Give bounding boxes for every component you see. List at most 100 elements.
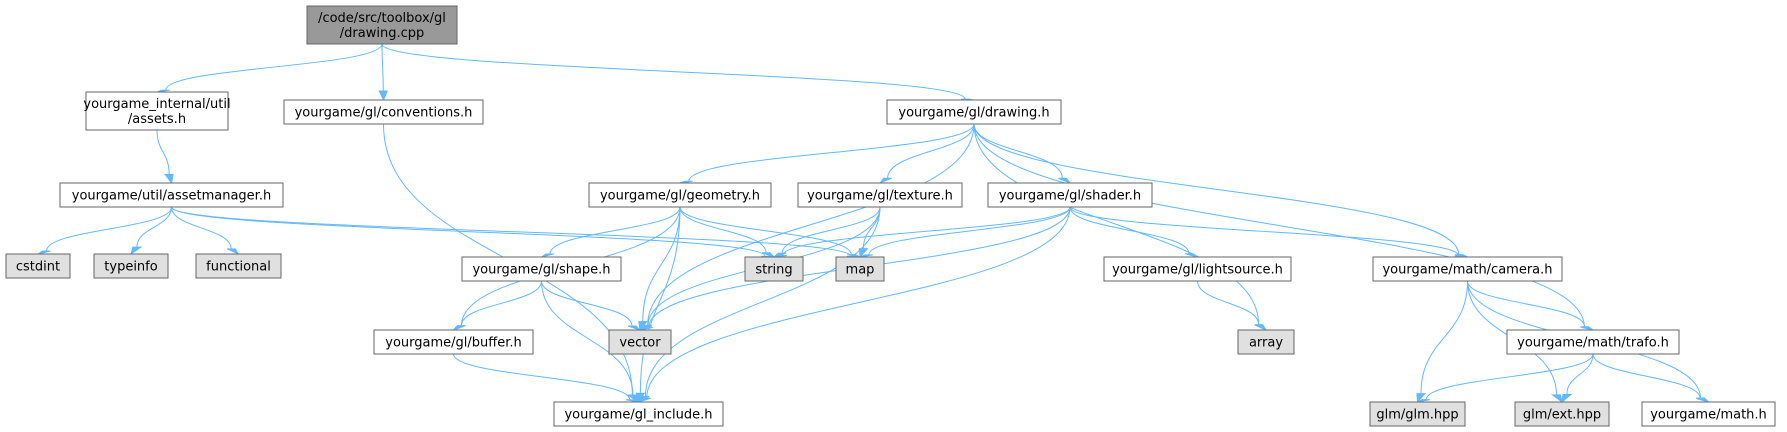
edge-shader_h-to-map xyxy=(859,206,1071,258)
edge-arrowhead xyxy=(761,252,775,258)
edge-line xyxy=(973,123,1260,325)
node-ext-hpp[interactable]: glm/ext.hpp xyxy=(1514,401,1610,427)
node-math-h[interactable]: yourgame/math.h xyxy=(1641,401,1776,427)
edge-assetmanager_h-to-cstdint xyxy=(37,206,172,255)
node-label: cstdint xyxy=(16,260,60,275)
edge-line xyxy=(973,123,1585,328)
edge-line xyxy=(549,206,681,255)
node-label: yourgame/gl/geometry.h xyxy=(600,189,760,204)
node-vector[interactable]: vector xyxy=(608,329,672,355)
node-shader-h[interactable]: yourgame/gl/shader.h xyxy=(987,182,1153,208)
node-drawing-h[interactable]: yourgame/gl/drawing.h xyxy=(886,99,1062,125)
node-label: array xyxy=(1249,336,1283,351)
node-box xyxy=(1372,256,1563,282)
node-label: yourgame/gl/texture.h xyxy=(807,189,953,204)
edge-arrowhead xyxy=(627,394,640,404)
node-label: map xyxy=(846,263,875,278)
edge-shape_h-to-gl_include_h xyxy=(541,280,640,404)
edge-trafo_h-to-glm_hpp xyxy=(1417,353,1594,403)
edge-arrowhead xyxy=(878,177,892,185)
node-label: glm/glm.hpp xyxy=(1376,408,1458,423)
edge-geometry_h-to-vector xyxy=(638,206,681,332)
edge-line xyxy=(541,280,633,327)
edge-arrowhead xyxy=(1254,324,1268,332)
edge-assetmanager_h-to-map xyxy=(171,206,861,258)
edge-arrowhead xyxy=(1184,253,1198,258)
edge-arrowhead xyxy=(679,180,693,184)
node-string[interactable]: string xyxy=(744,256,804,282)
edge-line xyxy=(973,123,1063,179)
edge-arrowhead xyxy=(625,399,639,403)
node-box xyxy=(886,99,1062,125)
node-label: /drawing.cpp xyxy=(340,26,424,41)
node-gl-include-h[interactable]: yourgame/gl_include.h xyxy=(553,401,724,427)
node-typeinfo[interactable]: typeinfo xyxy=(93,253,169,279)
node-map[interactable]: map xyxy=(835,256,885,282)
node-box xyxy=(588,182,772,208)
edge-line xyxy=(171,206,232,249)
node-label: yourgame/util/assetmanager.h xyxy=(72,189,271,204)
node-box xyxy=(5,253,71,279)
edge-line xyxy=(1197,280,1260,325)
edge-line xyxy=(1566,353,1594,395)
node-box xyxy=(987,182,1153,208)
node-box xyxy=(835,256,885,282)
edge-drawing_cpp-to-assets_h xyxy=(156,43,383,93)
node-buffer-h[interactable]: yourgame/gl/buffer.h xyxy=(373,329,534,355)
node-trafo-h[interactable]: yourgame/math/trafo.h xyxy=(1506,329,1680,355)
node-box xyxy=(1369,401,1466,427)
node-label: /assets.h xyxy=(128,112,186,127)
node-glm-hpp[interactable]: glm/glm.hpp xyxy=(1369,401,1466,427)
edge-drawing_h-to-geometry_h xyxy=(679,123,975,184)
node-shape-h[interactable]: yourgame/gl/shape.h xyxy=(461,256,622,282)
node-cstdint[interactable]: cstdint xyxy=(5,253,71,279)
node-array[interactable]: array xyxy=(1237,329,1295,355)
node-drawing-cpp[interactable]: /code/src/toolbox/gl/drawing.cpp xyxy=(306,5,458,45)
edge-arrowhead xyxy=(1580,326,1594,331)
edge-arrowhead xyxy=(378,90,389,102)
node-texture-h[interactable]: yourgame/gl/texture.h xyxy=(797,182,963,208)
edge-line xyxy=(1069,206,1190,254)
edge-camera_h-to-glm_hpp xyxy=(1416,280,1468,404)
edge-arrowhead xyxy=(627,325,641,331)
node-label: yourgame/gl/shape.h xyxy=(472,263,610,278)
edge-arrowhead xyxy=(130,246,143,256)
node-box xyxy=(461,256,622,282)
node-geometry-h[interactable]: yourgame/gl/geometry.h xyxy=(588,182,772,208)
edge-arrowhead xyxy=(37,250,51,255)
edge-arrowhead xyxy=(858,248,869,259)
node-camera-h[interactable]: yourgame/math/camera.h xyxy=(1372,256,1563,282)
edge-line xyxy=(679,206,852,255)
edge-trafo_h-to-math_h xyxy=(1592,353,1709,403)
node-functional[interactable]: functional xyxy=(195,253,282,279)
edge-line xyxy=(688,123,975,182)
edge-assets_h-to-assetmanager_h xyxy=(156,129,174,185)
edge-line xyxy=(782,206,1071,256)
node-label: yourgame/gl/shader.h xyxy=(999,189,1141,204)
edge-drawing_h-to-texture_h xyxy=(878,123,975,185)
node-label: yourgame_internal/util xyxy=(83,97,230,112)
node-assets-h[interactable]: yourgame_internal/util/assets.h xyxy=(83,91,231,131)
edge-line xyxy=(171,206,766,257)
node-label: yourgame/gl/drawing.h xyxy=(898,106,1049,121)
node-label: glm/ext.hpp xyxy=(1523,408,1601,423)
node-lightsource-h[interactable]: yourgame/gl/lightsource.h xyxy=(1103,256,1292,282)
edge-line xyxy=(868,206,1071,256)
node-box xyxy=(1237,329,1295,355)
edge-line xyxy=(781,206,881,254)
node-label: string xyxy=(755,263,792,278)
edge-line xyxy=(679,206,767,253)
edge-line xyxy=(381,43,384,92)
edge-trafo_h-to-ext_hpp xyxy=(1561,353,1594,404)
node-label: yourgame/math/camera.h xyxy=(1382,263,1552,278)
node-label: yourgame/gl/lightsource.h xyxy=(1112,263,1283,278)
node-assetmanager-h[interactable]: yourgame/util/assetmanager.h xyxy=(59,182,284,208)
edge-line xyxy=(1592,353,1701,399)
edge-shader_h-to-camera_h xyxy=(1069,206,1468,258)
node-conventions-h[interactable]: yourgame/gl/conventions.h xyxy=(283,99,484,125)
edge-line xyxy=(45,206,172,252)
edge-drawing_h-to-array xyxy=(973,123,1268,332)
node-label: typeinfo xyxy=(104,260,157,275)
node-box xyxy=(1506,329,1680,355)
